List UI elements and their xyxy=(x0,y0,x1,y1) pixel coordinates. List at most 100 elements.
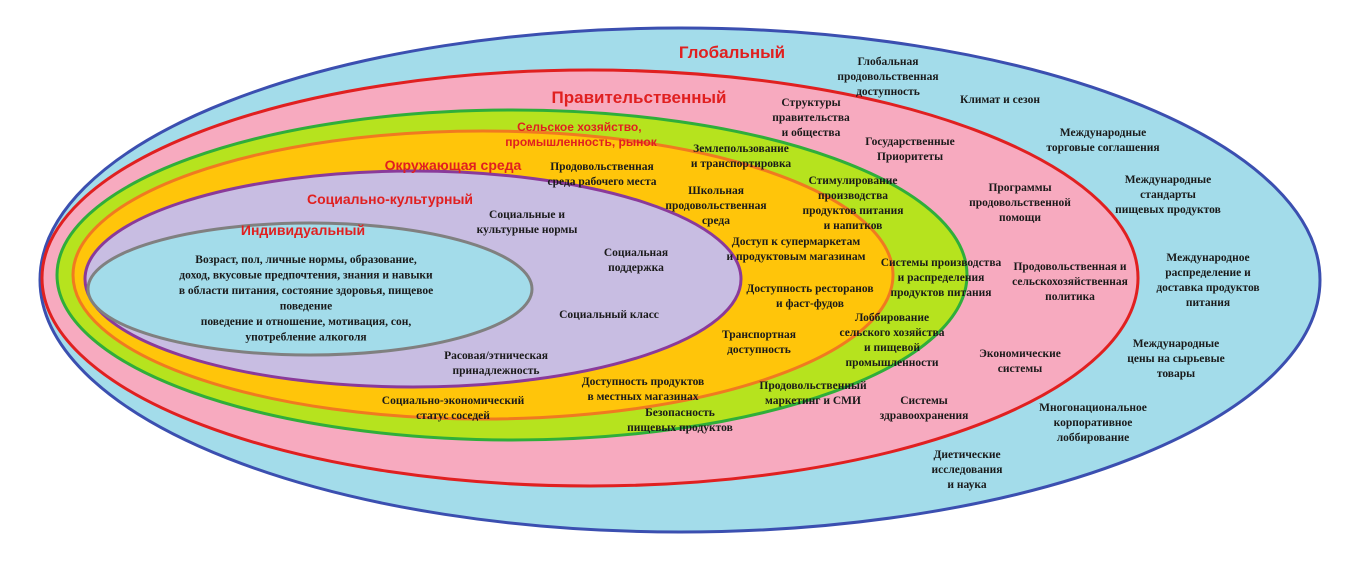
label-line: Землепользование xyxy=(693,143,789,155)
label-food-agri-policy: Продовольственная и сельскохозяйственная п… xyxy=(1012,261,1128,303)
level-title-agriculture: Сельское хозяйство, промышленность, рыно… xyxy=(505,120,657,149)
level-title-global: Глобальный xyxy=(679,43,785,62)
label-line: Глобальная xyxy=(858,56,919,68)
label-local-stores: Доступность продуктов в местных магазинах xyxy=(582,376,705,403)
label-line: поддержка xyxy=(608,262,664,274)
label-line: Продовольственная и xyxy=(1013,261,1126,273)
label-line: системы xyxy=(998,363,1042,375)
level-title-government: Правительственный xyxy=(552,88,727,107)
label-social-support: Социальная поддержка xyxy=(604,247,668,274)
label-line: Климат и сезон xyxy=(960,94,1040,106)
label-social-class: Социальный класс xyxy=(559,309,659,321)
label-line: Диетические xyxy=(933,449,1000,461)
label-line: Безопасность xyxy=(645,407,715,419)
label-commodity-prices: Международные цены на сырьевые товары xyxy=(1127,338,1224,380)
label-line: Расовая/этническая xyxy=(444,350,548,362)
label-line: Стимулирование xyxy=(809,175,898,187)
label-line: Социальные и xyxy=(489,209,565,221)
label-line: Международные xyxy=(1125,174,1211,186)
label-line: питания xyxy=(1186,297,1230,309)
label-line: пищевых продуктов xyxy=(1115,204,1221,216)
label-intl-distribution: Международное распределение и доставка про… xyxy=(1156,252,1259,309)
label-line: и общества xyxy=(782,127,841,139)
label-line: товары xyxy=(1157,368,1195,380)
label-line: распределение и xyxy=(1165,267,1251,279)
level-title-socio: Социально-культурный xyxy=(307,191,473,207)
label-line: Доступность продуктов xyxy=(582,376,705,388)
label-line: среда xyxy=(702,215,730,227)
label-line: помощи xyxy=(999,212,1041,224)
label-line: поведение xyxy=(280,301,333,313)
label-line: сельского хозяйства xyxy=(839,327,944,339)
label-line: Доступ к супермаркетам xyxy=(732,236,861,248)
label-line: Лоббирование xyxy=(855,312,929,324)
label-line: Транспортная xyxy=(722,329,796,341)
label-workplace-food: Продовольственная среда рабочего места xyxy=(548,161,657,188)
label-line: в области питания, состояние здоровья, п… xyxy=(179,285,433,297)
label-line: доход, вкусовые предпочтения, знания и н… xyxy=(179,270,433,282)
label-line: и напитков xyxy=(824,220,883,232)
label-health-systems: Системы здравоохранения xyxy=(880,395,969,422)
label-line: Системы производства xyxy=(881,257,1002,269)
label-line: поведение и отношение, мотивация, сон, xyxy=(201,316,412,328)
label-diet-research: Диетические исследования и наука xyxy=(932,449,1003,491)
label-line: и наука xyxy=(947,479,986,491)
level-title-environment: Окружающая среда xyxy=(385,157,522,173)
label-line: Возраст, пол, личные нормы, образование, xyxy=(195,254,417,266)
label-line: исследования xyxy=(932,464,1003,476)
label-line: Экономические xyxy=(979,348,1061,360)
label-line: сельскохозяйственная xyxy=(1012,276,1128,288)
label-line: лоббирование xyxy=(1057,432,1130,444)
label-line: промышленности xyxy=(845,357,938,369)
label-climate: Климат и сезон xyxy=(960,94,1040,106)
label-lobbying-agri: Лоббирование сельского хозяйства и пищевой… xyxy=(839,312,944,369)
label-line: доставка продуктов xyxy=(1156,282,1259,294)
label-line: Продовольственная xyxy=(550,161,654,173)
label-individual-factors: Возраст, пол, личные нормы, образование,… xyxy=(179,254,433,344)
label-line: производства xyxy=(818,190,888,202)
label-line: продуктов питания xyxy=(803,205,904,217)
label-line: и пищевой xyxy=(864,342,920,354)
label-line: здравоохранения xyxy=(880,410,969,422)
label-line: и транспортировка xyxy=(691,158,792,170)
label-line: статус соседей xyxy=(416,410,490,422)
label-line: Программы xyxy=(988,182,1051,194)
label-line: среда рабочего места xyxy=(548,176,657,188)
label-line: Государственные xyxy=(865,136,954,148)
level-title-agriculture-line: Сельское хозяйство, xyxy=(517,120,642,134)
label-line: в местных магазинах xyxy=(588,391,699,403)
label-line: маркетинг и СМИ xyxy=(765,395,861,407)
ring-individual xyxy=(86,221,534,357)
label-line: цены на сырьевые xyxy=(1127,353,1224,365)
label-line: Международные xyxy=(1133,338,1219,350)
label-line: стандарты xyxy=(1140,189,1196,201)
label-economic-systems: Экономические системы xyxy=(979,348,1061,375)
label-line: Социально-экономический xyxy=(382,395,525,407)
label-land-use: Землепользование и транспортировка xyxy=(691,143,792,170)
label-food-standards: Международные стандарты пищевых продуктов xyxy=(1115,174,1221,216)
label-line: Продовольственный xyxy=(759,380,867,392)
label-line: Системы xyxy=(900,395,948,407)
label-neighborhood-status: Социально-экономический статус соседей xyxy=(382,395,525,422)
label-line: Социальная xyxy=(604,247,668,259)
label-line: употребление алкоголя xyxy=(245,332,366,344)
label-line: Международные xyxy=(1060,127,1146,139)
label-line: Приоритеты xyxy=(877,151,943,163)
label-transport-access: Транспортная доступность xyxy=(722,329,796,356)
label-line: Структуры xyxy=(781,97,840,109)
label-line: политика xyxy=(1045,291,1095,303)
label-line: Международное xyxy=(1166,252,1249,264)
label-line: Школьная xyxy=(688,185,744,197)
label-line: доступность xyxy=(727,344,791,356)
label-line: продуктов питания xyxy=(891,287,992,299)
label-line: Доступность ресторанов xyxy=(746,283,873,295)
label-line: принадлежность xyxy=(453,365,540,377)
